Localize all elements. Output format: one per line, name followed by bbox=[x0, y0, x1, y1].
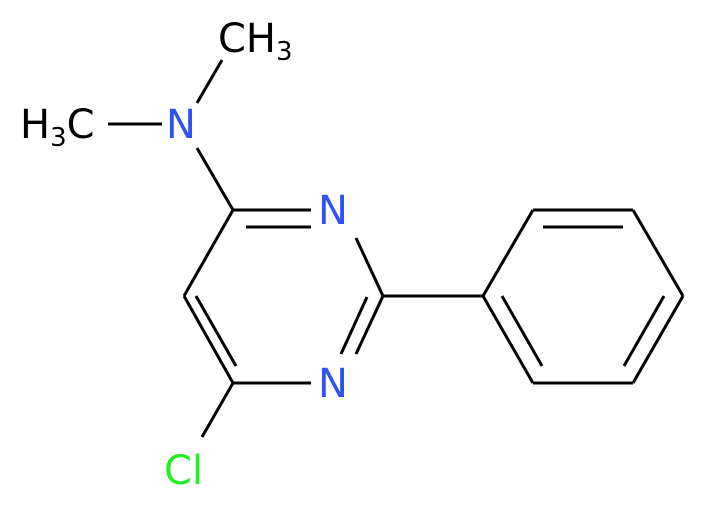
bond-ph-c6-c1-double bbox=[500, 295, 544, 367]
bond-cbot-c5-double bbox=[194, 295, 238, 367]
bond-ph-c4-c5-double bbox=[622, 295, 666, 367]
bond-cbot-c5 bbox=[182, 295, 235, 384]
bond-amine-methyl-top bbox=[195, 59, 224, 104]
atom-label-methyl-top: CH3 bbox=[218, 16, 293, 67]
bond-n-top-c2 bbox=[354, 237, 385, 297]
bond-c2-n-bottom bbox=[354, 295, 385, 355]
bond-ph-c3-c4 bbox=[631, 209, 685, 297]
bond-cbot-cl bbox=[200, 382, 235, 438]
atom-label-methyl-left: H3C bbox=[20, 102, 95, 153]
atom-label-chlorine: Cl bbox=[164, 448, 203, 494]
bond-ph-c6-c1 bbox=[481, 295, 535, 384]
atom-label-ring-n-top: N bbox=[318, 188, 348, 234]
bonds bbox=[108, 59, 685, 438]
bond-ph-c1-c2 bbox=[481, 209, 535, 297]
atom-label-amine-n: N bbox=[166, 102, 196, 148]
atom-label-ring-n-bottom: N bbox=[318, 361, 348, 407]
bond-ctop-amine bbox=[195, 147, 235, 211]
bond-c2-n-bottom-double bbox=[339, 296, 369, 355]
bond-c5-ctop bbox=[182, 209, 235, 297]
atom-labels: CH3 H3C N N N Cl bbox=[20, 16, 348, 494]
bond-ph-c4-c5 bbox=[631, 295, 685, 384]
